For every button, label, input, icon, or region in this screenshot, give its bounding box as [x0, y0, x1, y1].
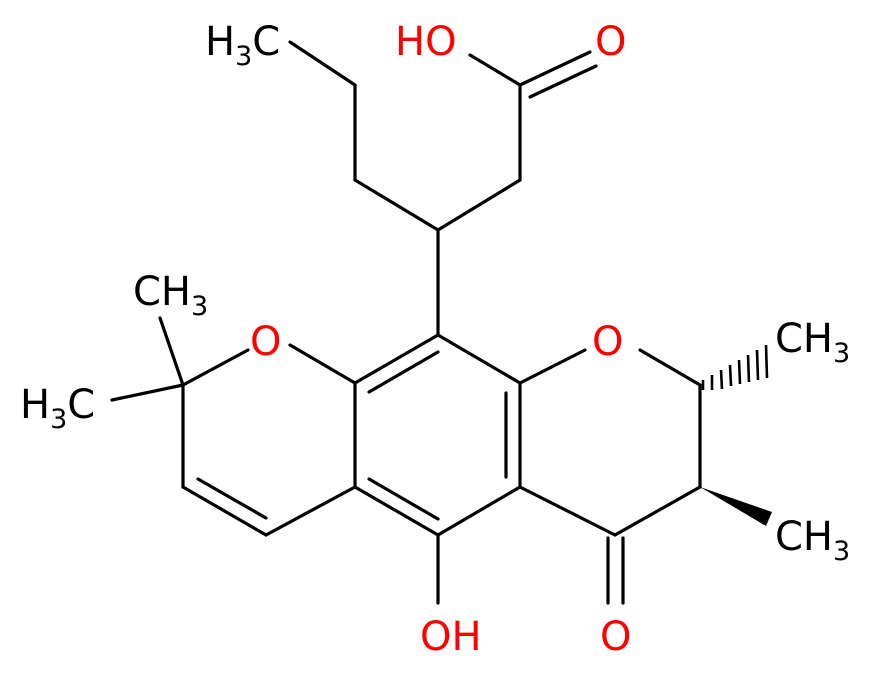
label-methyl-c2: CH3	[775, 316, 850, 369]
solid-wedge-c3-methyl	[700, 487, 772, 526]
label-phenol-oh: OH	[420, 614, 482, 660]
bond-c3-c4	[181, 485, 268, 537]
bond-c2-me-lower	[110, 383, 185, 402]
bond-c3-c4-inner	[196, 477, 268, 520]
bond-c9a-c10	[436, 333, 522, 385]
bonds	[110, 40, 772, 605]
label-ring-oxygen-left: O	[250, 319, 281, 365]
bond-c4a-c5-inner	[367, 477, 440, 521]
bond-propyl-2	[353, 178, 440, 232]
label-acid-hydroxyl: HO	[395, 19, 457, 65]
bond-c10a-o1	[288, 343, 357, 385]
bond-c10-c10a	[353, 333, 440, 385]
bond-c-o-double-b	[528, 64, 598, 99]
bond-ch3-ch2	[288, 40, 357, 87]
bond-c4a-c5	[353, 485, 440, 537]
bond-c4-c4a	[264, 485, 357, 537]
bond-c4r-c5a	[518, 485, 617, 537]
atom-labels: H3C HO O CH3 O O CH3 H3C CH3 OH O	[20, 19, 850, 660]
bond-o1-c2	[181, 348, 250, 387]
bond-c-o-double-a	[518, 50, 592, 87]
bond-c3r-c4r	[613, 485, 702, 537]
bond-o-c2r	[638, 348, 702, 387]
bond-ch-ch2	[436, 178, 522, 232]
label-ketone-oxygen: O	[600, 614, 631, 660]
bond-c2-me-upper	[158, 316, 185, 387]
label-ring-oxygen-right: O	[592, 319, 623, 365]
label-methyl-top: H3C	[205, 19, 280, 72]
label-gem-methyl-lower: H3C	[20, 382, 95, 435]
label-methyl-c3: CH3	[775, 514, 850, 567]
label-acid-carbonyl-oxygen: O	[595, 19, 626, 65]
bond-c-oh	[468, 53, 522, 87]
label-gem-methyl-upper: CH3	[133, 269, 208, 322]
bond-c9a-o	[518, 348, 587, 385]
hashed-wedge-c2-methyl	[701, 344, 769, 390]
bond-c5-c5a	[436, 485, 522, 537]
bond-c10-c10a-inner	[367, 350, 440, 394]
